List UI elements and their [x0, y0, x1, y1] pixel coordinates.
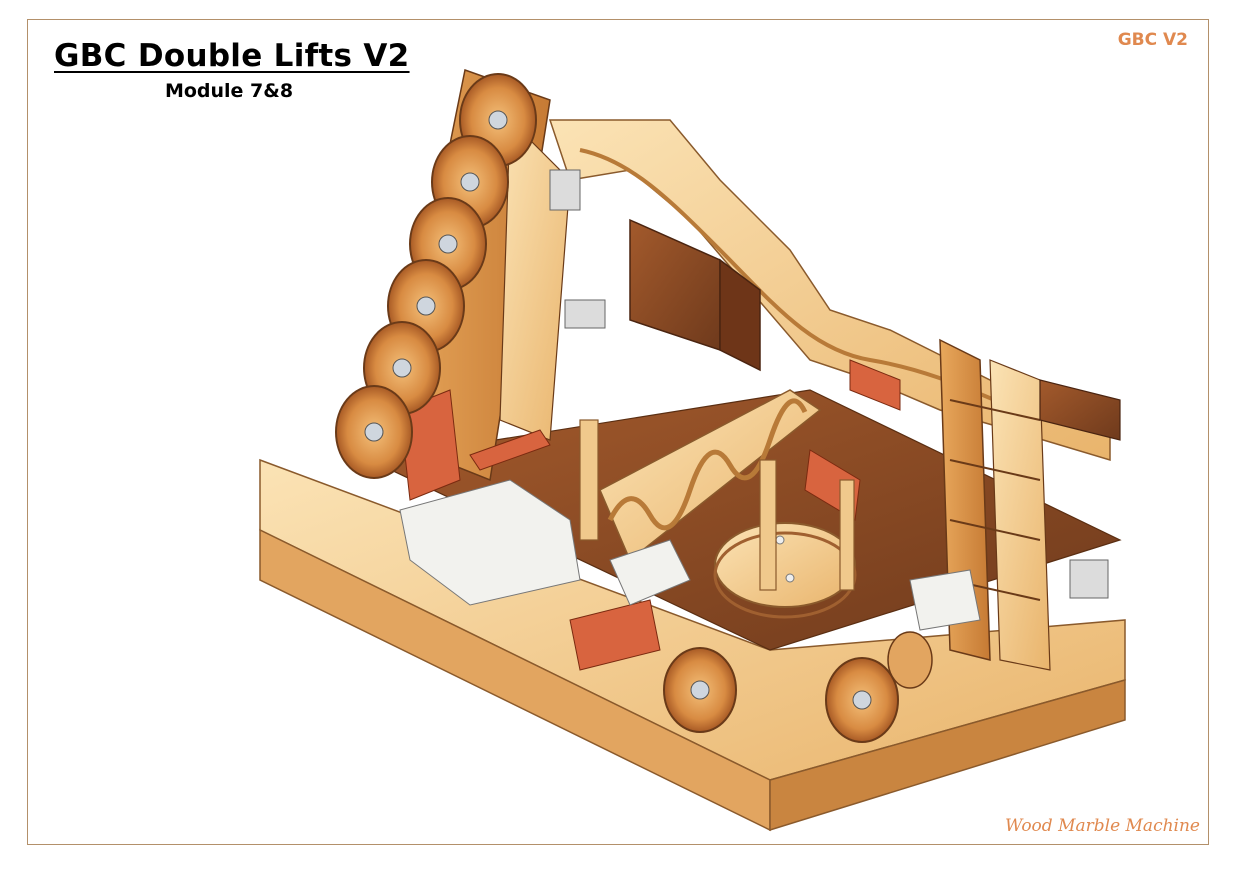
turntable [713, 522, 857, 619]
center-block [629, 218, 761, 372]
lift-wheels [335, 73, 537, 479]
base-platform [259, 389, 1126, 832]
marble-machine-render [259, 69, 1126, 832]
page-title: GBC Double Lifts V2 [54, 38, 410, 74]
footer-tag: Wood Marble Machine [1005, 816, 1200, 836]
title-block: GBC Double Lifts V2 Module 7&8 [54, 38, 410, 102]
support-posts [579, 419, 855, 591]
white-parts [399, 479, 981, 631]
motor-units [549, 169, 1109, 599]
corner-tag: GBC V2 [1117, 30, 1188, 50]
page-subtitle: Module 7&8 [164, 80, 294, 102]
bottom-gears [663, 631, 933, 743]
wavy-chute [599, 389, 822, 562]
